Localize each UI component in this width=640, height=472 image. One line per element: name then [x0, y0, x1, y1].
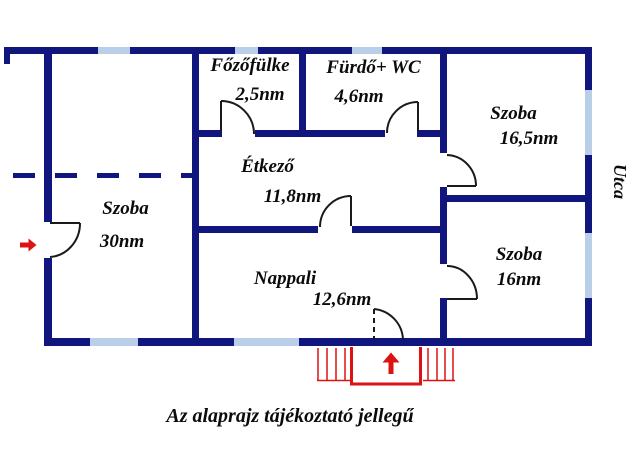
wall-exterior-top-left-cap — [4, 47, 10, 64]
room-area-szoba-bal: 30nm — [99, 231, 145, 252]
door-main-entrance — [373, 308, 404, 341]
room-area-fozofulke: 2,5nm — [235, 84, 285, 105]
wall-etkezo-nappali-right — [352, 226, 447, 233]
window-bottom-1 — [90, 338, 138, 346]
wall-fozofulke-furdo-bottom-mid — [255, 130, 385, 137]
entrance-steps-right — [423, 348, 455, 382]
side-entrance-arrow-icon — [20, 238, 37, 252]
wall-interior-fozofulke-furdo — [299, 54, 306, 131]
room-area-szoba-felso: 16,5nm — [499, 128, 559, 149]
wall-exterior-left-lower — [44, 258, 52, 346]
entrance-porch-outline — [350, 347, 422, 386]
wall-exterior-left-upper — [44, 54, 52, 222]
door-fozofulke — [220, 100, 255, 135]
wall-dashed-szoba30 — [13, 173, 196, 178]
window-right-1 — [585, 90, 592, 155]
room-name-furdo: Fürdő+ WC — [326, 57, 421, 78]
room-name-szoba-also: Szoba — [495, 244, 543, 265]
wall-fozofulke-bottom-left — [192, 130, 222, 137]
floorplan-caption: Az alaprajz tájékoztató jellegű — [166, 405, 414, 427]
window-bottom-2 — [234, 338, 299, 346]
wall-interior-right-middle — [440, 187, 447, 264]
room-area-etkezo: 11,8nm — [263, 186, 322, 207]
window-top-2 — [235, 47, 258, 54]
room-area-nappali: 12,6nm — [312, 289, 372, 310]
wall-interior-right-lower — [440, 298, 447, 338]
wall-exterior-bottom — [44, 338, 592, 346]
room-area-szoba-also: 16nm — [496, 269, 542, 290]
door-etkezo-szoba165 — [446, 154, 477, 187]
entrance-steps-left — [317, 348, 350, 382]
wall-szoba165-szoba16 — [440, 195, 592, 202]
main-entrance-arrow-icon — [382, 352, 400, 374]
wall-interior-szoba30-nappali — [192, 54, 199, 338]
room-area-furdo: 4,6nm — [334, 86, 384, 107]
wall-interior-right-upper — [440, 54, 447, 153]
room-name-szoba-bal: Szoba — [102, 198, 149, 219]
room-name-etkezo: Étkező — [241, 156, 294, 177]
window-top-1 — [98, 47, 130, 54]
room-name-nappali: Nappali — [253, 268, 317, 289]
wall-furdo-bottom-right — [417, 130, 447, 137]
wall-exterior-top — [4, 47, 592, 54]
door-left-entrance — [49, 222, 82, 258]
wall-etkezo-nappali-left — [192, 226, 318, 233]
room-name-szoba-felso: Szoba — [490, 103, 537, 124]
window-top-3 — [352, 47, 382, 54]
window-right-2 — [585, 233, 592, 298]
door-nappali-szoba16 — [446, 265, 478, 300]
street-label: Utca — [610, 164, 630, 199]
room-name-fozofulke: Főzőfülke — [210, 55, 290, 76]
